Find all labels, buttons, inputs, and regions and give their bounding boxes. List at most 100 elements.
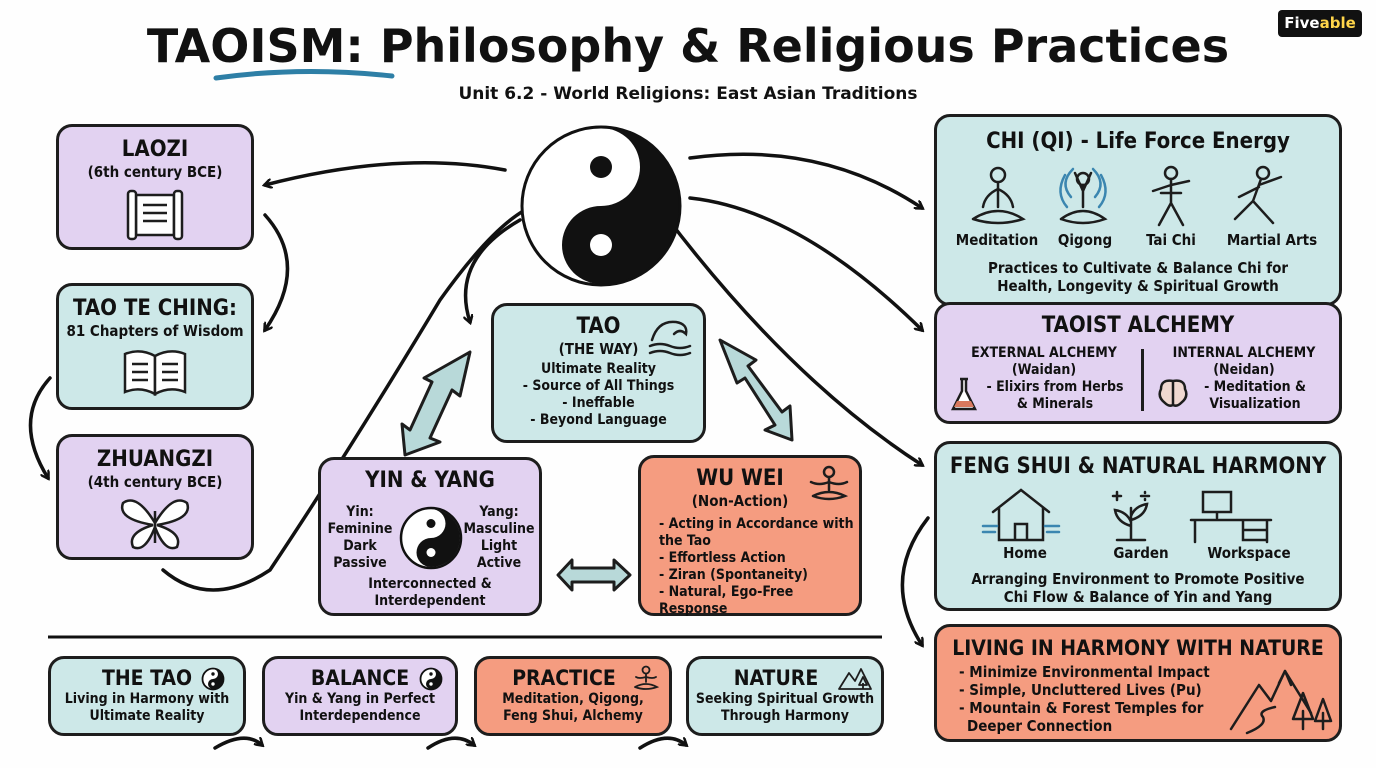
bottom-card-title: THE TAO bbox=[101, 666, 193, 690]
living-line: - Minimize Environmental Impact bbox=[959, 663, 1210, 681]
chi-item-label: Qigong bbox=[1057, 231, 1113, 249]
yang-trait: Masculine bbox=[463, 521, 535, 537]
internal-alchemy-line: - Meditation & bbox=[1204, 379, 1306, 395]
wu-wei-line: - Effortless Action bbox=[659, 550, 786, 566]
brand-part-a: Five bbox=[1284, 14, 1320, 32]
internal-alchemy-head: INTERNAL ALCHEMY bbox=[1172, 345, 1316, 361]
laozi-subtitle: (6th century BCE) bbox=[87, 163, 223, 181]
tao-te-ching-title: TAO TE CHING: bbox=[73, 296, 237, 321]
laozi-title: LAOZI bbox=[121, 137, 189, 162]
alchemy-card: TAOIST ALCHEMY EXTERNAL ALCHEMY (Waidan)… bbox=[934, 302, 1342, 424]
zhuangzi-card: ZHUANGZI (4th century BCE) bbox=[56, 434, 254, 560]
bottom-card-title: PRACTICE bbox=[512, 666, 616, 690]
bottom-card-line: Living in Harmony with bbox=[64, 691, 230, 707]
internal-alchemy: INTERNAL ALCHEMY (Neidan) - Meditation &… bbox=[1147, 345, 1341, 413]
wave-icon bbox=[648, 320, 692, 357]
wu-wei-line: - Acting in Accordance with bbox=[659, 516, 854, 532]
page-subtitle: Unit 6.2 - World Religions: East Asian T… bbox=[458, 84, 918, 104]
tao-card: TAO (THE WAY) Ultimate Reality - Source … bbox=[491, 303, 706, 443]
zhuangzi-subtitle: (4th century BCE) bbox=[87, 473, 223, 491]
bottom-card-title: NATURE bbox=[733, 666, 819, 690]
tao-title: TAO bbox=[576, 314, 621, 339]
meditation-icon bbox=[971, 166, 1026, 225]
bottom-card-the-tao: THE TAO Living in Harmony with Ultimate … bbox=[48, 656, 246, 736]
chi-item-label: Meditation bbox=[955, 231, 1039, 249]
alchemy-divider bbox=[1141, 349, 1144, 411]
chi-desc-line: Practices to Cultivate & Balance Chi for bbox=[987, 259, 1289, 277]
bottom-card-line: Yin & Yang in Perfect bbox=[284, 691, 435, 707]
yin-yang-footer-line: Interconnected & bbox=[368, 576, 492, 592]
wu-wei-card: WU WEI (Non-Action) - Acting in Accordan… bbox=[638, 455, 862, 618]
wu-wei-lines: - Acting in Accordance with the Tao - Ef… bbox=[641, 516, 859, 618]
tai-chi-icon bbox=[1151, 165, 1191, 227]
wu-wei-subtitle: (Non-Action) bbox=[691, 492, 789, 510]
internal-alchemy-line: Visualization bbox=[1209, 396, 1301, 412]
meditation-mini-icon bbox=[634, 665, 660, 690]
chi-practice-icons bbox=[971, 165, 1283, 227]
workspace-icon bbox=[1189, 490, 1273, 544]
external-alchemy-line: & Minerals bbox=[1016, 396, 1094, 412]
title-underline bbox=[213, 68, 395, 81]
chi-desc-line: Health, Longevity & Spiritual Growth bbox=[997, 277, 1279, 295]
internal-alchemy-sub: (Neidan) bbox=[1213, 362, 1275, 378]
feng-shui-icons bbox=[981, 488, 1273, 544]
feng-shui-item-label: Workspace bbox=[1207, 544, 1291, 562]
living-line: Deeper Connection bbox=[967, 717, 1113, 735]
alchemy-title: TAOIST ALCHEMY bbox=[1041, 313, 1235, 338]
feng-shui-desc-line: Arranging Environment to Promote Positiv… bbox=[971, 570, 1305, 588]
tao-te-ching-card: TAO TE CHING: 81 Chapters of Wisdom bbox=[56, 283, 254, 410]
bottom-card-line: Feng Shui, Alchemy bbox=[503, 708, 643, 724]
butterfly-icon bbox=[120, 499, 190, 550]
yin-yang-title: YIN & YANG bbox=[365, 468, 495, 493]
living-harmony-lines: - Minimize Environmental Impact - Simple… bbox=[959, 663, 1229, 735]
book-icon bbox=[123, 350, 187, 397]
brand-part-b: able bbox=[1319, 14, 1356, 32]
tao-line: - Ineffable bbox=[562, 395, 635, 411]
external-alchemy-sub: (Waidan) bbox=[1011, 362, 1077, 378]
living-line: - Simple, Uncluttered Lives (Pu) bbox=[959, 681, 1202, 699]
chi-title: CHI (QI) - Life Force Energy bbox=[986, 129, 1290, 154]
yang-trait: Active bbox=[476, 555, 522, 571]
yin-column: Yin: Feminine Dark Passive bbox=[327, 504, 393, 572]
tao-subtitle: (THE WAY) bbox=[558, 340, 639, 358]
mountain-mini-icon bbox=[838, 668, 872, 690]
title-rest: : Philosophy & Religious Practices bbox=[345, 19, 1230, 73]
qigong-figure-icon bbox=[1059, 171, 1108, 225]
scroll-icon bbox=[126, 189, 184, 241]
feng-shui-card: FENG SHUI & NATURAL HARMONY Home Garden … bbox=[934, 441, 1342, 611]
yin-yang-card: YIN & YANG Yin: Feminine Dark Passive Ya… bbox=[318, 457, 542, 616]
chi-item-label: Tai Chi bbox=[1146, 231, 1196, 249]
wu-wei-line: - Ziran (Spontaneity) bbox=[659, 567, 808, 583]
bottom-card-line: Meditation, Qigong, bbox=[502, 691, 644, 707]
bottom-card-line: Interdependence bbox=[299, 708, 421, 724]
yin-trait: Passive bbox=[333, 555, 387, 571]
yin-yang-icon bbox=[520, 125, 682, 287]
martial-arts-icon bbox=[1233, 165, 1283, 225]
yin-yang-footer-line: Interdependent bbox=[374, 593, 486, 609]
feng-shui-item-label: Home bbox=[1003, 544, 1047, 562]
meditating-figure-icon bbox=[809, 465, 849, 501]
yang-head: Yang: bbox=[479, 504, 519, 520]
feng-shui-item-label: Garden bbox=[1113, 544, 1169, 562]
yin-trait: Feminine bbox=[327, 521, 393, 537]
brain-icon bbox=[1158, 379, 1188, 407]
yang-column: Yang: Masculine Light Active bbox=[461, 504, 537, 572]
yin-head: Yin: bbox=[346, 504, 374, 520]
yin-yang-small-icon bbox=[399, 506, 463, 570]
bottom-card-nature: NATURE Seeking Spiritual Growth Through … bbox=[686, 656, 884, 736]
tao-line: Ultimate Reality bbox=[540, 361, 657, 377]
feng-shui-description: Arranging Environment to Promote Positiv… bbox=[937, 570, 1339, 606]
tao-line: - Beyond Language bbox=[530, 412, 667, 428]
chi-item-label: Martial Arts bbox=[1226, 231, 1318, 249]
flask-icon bbox=[950, 377, 978, 411]
chi-card: CHI (QI) - Life Force Energy Meditation … bbox=[934, 114, 1342, 306]
yang-trait: Light bbox=[480, 538, 518, 554]
living-harmony-card: LIVING IN HARMONY WITH NATURE - Minimize… bbox=[934, 624, 1342, 742]
home-icon bbox=[991, 488, 1051, 542]
bottom-card-line: Ultimate Reality bbox=[89, 708, 205, 724]
wu-wei-line: - Natural, Ego-Free Response bbox=[659, 584, 794, 617]
wu-wei-line: the Tao bbox=[659, 533, 711, 549]
external-alchemy: EXTERNAL ALCHEMY (Waidan) - Elixirs from… bbox=[949, 345, 1139, 413]
airflow-icon bbox=[981, 524, 1061, 534]
